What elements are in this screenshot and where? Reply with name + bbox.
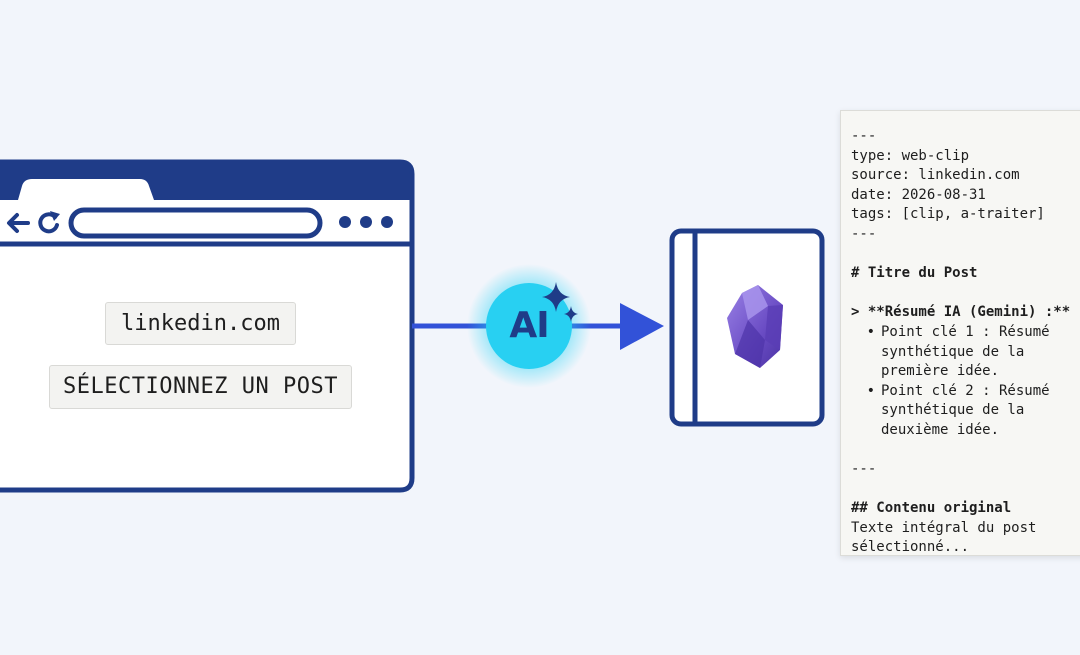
frontmatter-date: date: 2026-08-31 [851,186,986,203]
obsidian-gem-icon [727,285,783,368]
frontmatter-source: source: linkedin.com [851,167,1020,184]
original-content-line-1: Texte intégral du post [851,519,1037,536]
arrow-head [620,303,664,350]
ai-badge-circle [486,283,572,369]
markdown-note-panel: --- type: web-clip source: linkedin.com … [840,110,1080,556]
original-content-line-2: sélectionné... [851,539,970,556]
bullet-text: Point clé 1 : Résumé synthétique de la p… [881,323,1050,380]
frontmatter-close: --- [851,225,877,242]
list-item: • Point clé 1 : Résumé synthétique de la… [851,323,1080,382]
section-separator: --- [851,461,877,478]
obsidian-notebook [669,228,825,427]
reload-icon[interactable] [38,211,60,234]
note-title-heading: # Titre du Post [851,265,978,282]
bullet-text: Point clé 2 : Résumé synthétique de la d… [881,382,1050,438]
back-arrow-icon[interactable] [7,213,30,233]
list-item: • Point clé 2 : Résumé synthétique de la… [851,382,1080,441]
original-content-heading: ## Contenu original [851,500,1012,517]
frontmatter-open: --- [851,128,877,144]
sparkle-large-icon [542,282,570,312]
ai-badge [467,264,591,388]
more-menu-icon[interactable] [339,216,393,228]
address-bar[interactable] [68,207,323,239]
bullet-icon: • [866,323,875,340]
select-post-button[interactable]: SÉLECTIONNEZ UN POST [49,365,352,409]
domain-chip: linkedin.com [105,302,296,345]
ai-badge-label: AI [509,305,549,346]
browser-tab[interactable] [18,179,154,200]
summary-heading: > **Résumé IA (Gemini) :** [851,304,1071,321]
sparkle-small-icon [564,306,578,322]
frontmatter-tags: tags: [clip, a-traiter] [851,206,1045,223]
frontmatter-type: type: web-clip [851,147,970,164]
bullet-icon: • [866,382,875,399]
